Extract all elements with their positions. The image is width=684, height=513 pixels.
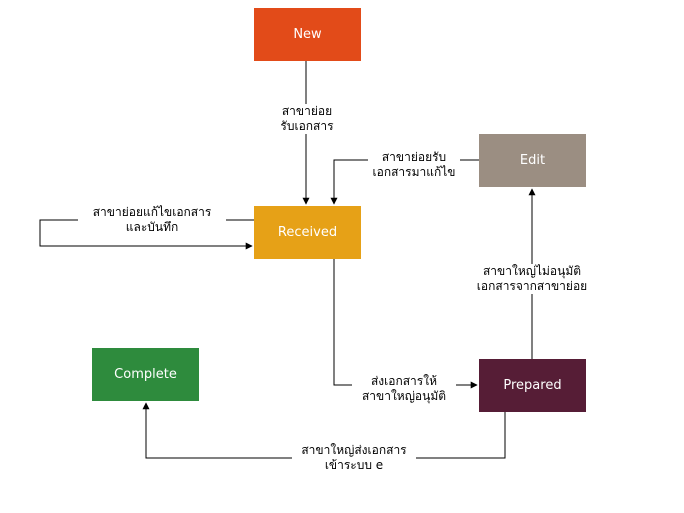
node-prepared[interactable]: Prepared	[479, 359, 586, 412]
node-complete[interactable]: Complete	[92, 348, 199, 401]
edge-label-new-to-received: สาขาย่อย รับเอกสาร	[278, 104, 336, 134]
edge-label-edit-to-received: สาขาย่อยรับ เอกสารมาแก้ไข	[368, 150, 460, 180]
node-edit-label: Edit	[519, 153, 546, 168]
node-complete-label: Complete	[114, 367, 177, 382]
node-new-label: New	[293, 27, 322, 42]
node-prepared-label: Prepared	[503, 378, 562, 393]
node-edit[interactable]: Edit	[479, 134, 586, 187]
edge-received-to-prepared	[333, 259, 478, 389]
node-received-label: Received	[277, 225, 338, 240]
edge-label-prepared-to-edit: สาขาใหญ่ไม่อนุมัติ เอกสารจากสาขาย่อย	[470, 264, 594, 294]
edge-label-prepared-to-complete: สาขาใหญ่ส่งเอกสาร เข้าระบบ e	[292, 443, 416, 473]
node-received[interactable]: Received	[254, 206, 361, 259]
edge-label-received-self: สาขาย่อยแก้ไขเอกสาร และบันทึก	[78, 205, 226, 235]
edge-label-received-to-prepared: ส่งเอกสารให้ สาขาใหญ่อนุมัติ	[352, 374, 456, 404]
node-new[interactable]: New	[254, 8, 361, 61]
